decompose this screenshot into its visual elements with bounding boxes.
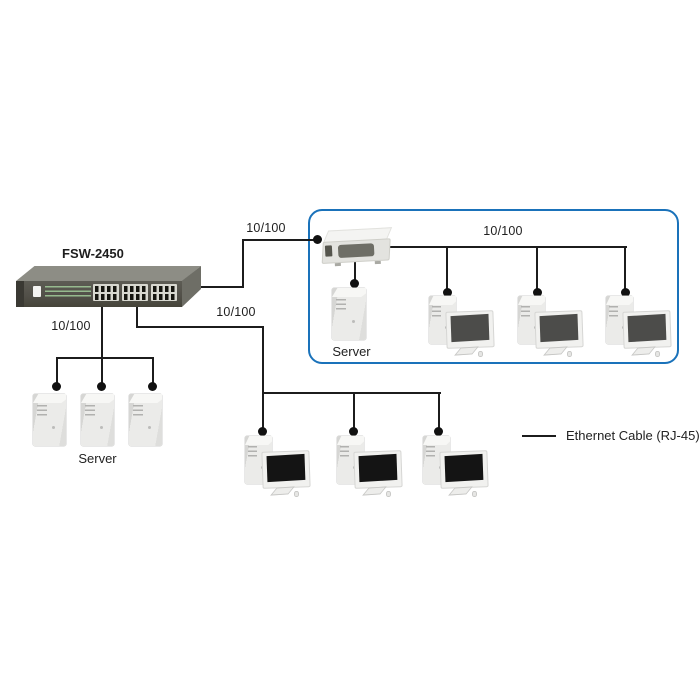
pc-monitor [439,450,489,489]
cable-pc-bus [262,392,441,394]
cable-lan-bus [389,246,627,248]
main-switch-icon [16,266,201,307]
cable-server-drop-3 [152,357,154,385]
bottom-pc-3 [423,436,489,498]
tower-top-face [33,394,66,403]
cable-pc-branch-v2 [262,326,264,428]
switch-top-face [16,266,201,281]
connection-dot-lan-pc-3 [621,288,630,297]
pc-monitor [353,450,403,489]
bottom-pc-2 [337,436,403,498]
pc-monitor [445,310,495,349]
pc-mouse [386,491,391,497]
rj45-port-blocks [93,284,179,302]
cable-server-bus [56,357,154,359]
tower-top-face [81,394,114,403]
pc-monitor [261,450,311,489]
lan-server-icon [332,288,366,340]
pc-screen [266,453,306,483]
tower-vents [133,405,143,418]
lan-pc-2 [518,296,584,358]
hub-foot [334,262,341,267]
pc-mouse [294,491,299,497]
connection-dot-server-2 [97,382,106,391]
lan-pc-3 [606,296,672,358]
server-tower-1 [33,394,66,446]
pc-mouse [655,351,660,357]
led-indicators-icon [45,286,91,300]
cable-uplink-h2 [242,239,318,241]
tower-button [351,320,355,324]
hub-foot [374,260,381,265]
connection-dot-lan-pc-2 [533,288,542,297]
tower-button [148,426,152,430]
pc-screen [450,313,490,343]
tower-button [100,426,104,430]
cable-lan-drop-3 [624,246,626,290]
cable-uplink-h1 [190,286,244,288]
uplink-speed-label: 10/100 [246,221,286,235]
tower-vents [336,299,346,312]
connection-dot-pc-1 [258,427,267,436]
connection-dot-lan-switch [313,235,322,244]
legend-label: Ethernet Cable (RJ-45) [566,428,700,443]
main-switch-label: FSW-2450 [62,246,124,261]
cable-pc-drop-2 [353,392,355,428]
cable-server-branch-v [101,306,103,359]
hub-panel [337,243,375,259]
connection-dot-pc-3 [434,427,443,436]
pc-screen [358,453,398,483]
switch-front-face [16,281,182,307]
cable-pc-drop-3 [438,392,440,428]
cable-lan-drop-1 [446,246,448,290]
connection-dot-pc-2 [349,427,358,436]
cable-pc-branch-h [136,326,264,328]
cable-lan-server [354,262,356,283]
port-group-3 [151,284,177,301]
pc-branch-speed-label: 10/100 [216,305,256,319]
connection-dot-server-3 [148,382,157,391]
pc-mouse [472,491,477,497]
cable-pc-branch-v1 [136,306,138,328]
tower-vents [85,405,95,418]
tower-button [52,426,56,430]
cable-server-drop-2 [101,357,103,385]
switch-left-cap [16,281,24,307]
lan-pc-1 [429,296,495,358]
tower-vents [37,405,47,418]
cable-server-drop-1 [56,357,58,385]
pc-screen [539,313,579,343]
lan-bus-speed-label: 10/100 [483,224,523,238]
connection-dot-lan-server [350,279,359,288]
legend-cable-line [522,434,556,437]
cable-uplink-v [242,239,244,288]
connection-dot-lan-pc-1 [443,288,452,297]
server-group-label: Server [78,451,117,466]
brand-logo-icon [33,286,41,297]
server-tower-3 [129,394,162,446]
lan-server-label: Server [332,344,371,359]
pc-screen [444,453,484,483]
cable-lan-drop-2 [536,246,538,290]
port-group-2 [122,284,148,301]
pc-mouse [567,351,572,357]
workgroup-switch-icon [321,227,395,268]
tower-top-face [129,394,162,403]
connection-dot-server-1 [52,382,61,391]
tower-top-face [332,288,366,297]
pc-screen [627,313,667,343]
port-group-1 [93,284,119,301]
server-tower-2 [81,394,114,446]
hub-port [324,245,333,257]
pc-mouse [478,351,483,357]
bottom-pc-1 [245,436,311,498]
legend: Ethernet Cable (RJ-45) [522,428,700,443]
pc-monitor [534,310,584,349]
pc-monitor [622,310,672,349]
server-branch-speed-label: 10/100 [51,319,91,333]
